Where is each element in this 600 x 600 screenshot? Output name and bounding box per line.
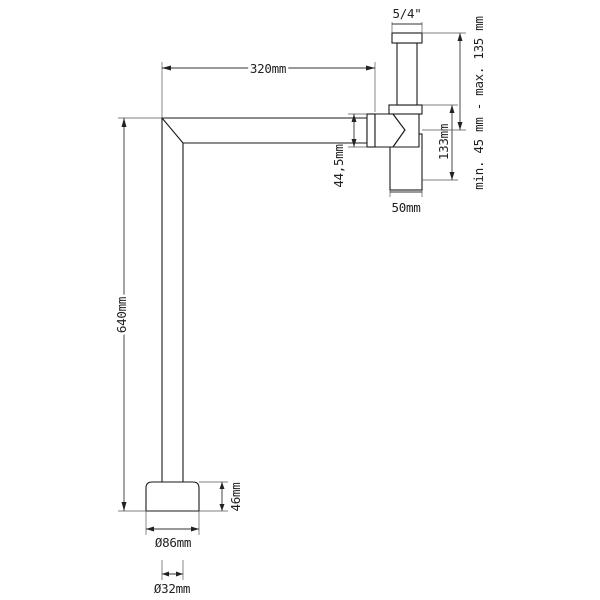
outlet-diameter-label: 44,5mm bbox=[331, 144, 346, 187]
dim-pipe-diameter: Ø32mm bbox=[154, 560, 190, 596]
dim-column-height: 640mm bbox=[112, 117, 162, 512]
floor-base bbox=[145, 481, 200, 512]
trap-inlet-connector bbox=[366, 113, 376, 148]
dim-adjustment-range: min. 45 mm - max. 135 mm bbox=[422, 16, 486, 190]
pipe-diameter-label: Ø32mm bbox=[154, 581, 190, 596]
trap-collar bbox=[388, 104, 423, 115]
dim-trap-height: 133mm bbox=[422, 104, 458, 181]
mitre-joint-line bbox=[161, 117, 184, 144]
column-height-label: 640mm bbox=[114, 297, 129, 333]
arm-length-label: 320mm bbox=[250, 61, 286, 76]
dim-arm-length: 320mm bbox=[161, 59, 376, 118]
thread-label: 5/4" bbox=[393, 6, 422, 21]
base-diameter-label: Ø86mm bbox=[155, 535, 191, 550]
thread-cap bbox=[391, 32, 423, 44]
dim-thread: 5/4" bbox=[391, 6, 423, 33]
base-height-label: 46mm bbox=[228, 483, 243, 512]
tail-pipe bbox=[396, 42, 418, 106]
adjustment-range-label: min. 45 mm - max. 135 mm bbox=[471, 16, 486, 189]
dim-outlet-diameter: 44,5mm bbox=[331, 113, 367, 188]
trap-width-label: 50mm bbox=[392, 200, 421, 215]
trap-height-label: 133mm bbox=[436, 124, 451, 160]
pipe-assembly bbox=[145, 32, 423, 512]
dim-base-diameter: Ø86mm bbox=[145, 511, 200, 550]
dim-base-height: 46mm bbox=[199, 481, 243, 512]
dim-trap-width: 50mm bbox=[389, 190, 423, 215]
